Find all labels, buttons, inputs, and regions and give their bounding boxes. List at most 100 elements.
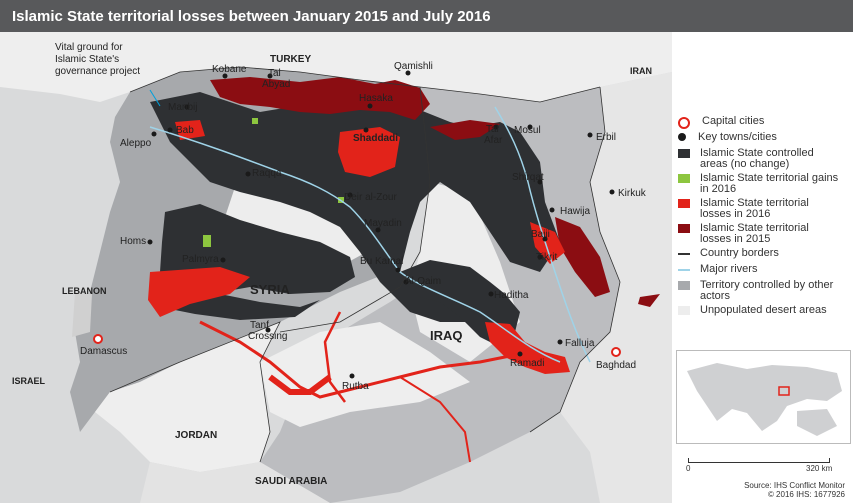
city-homs: Homs: [120, 236, 146, 247]
country-syria: SYRIA: [250, 282, 290, 297]
inset-land: [797, 409, 837, 436]
city-dot: [245, 171, 251, 177]
city-ramadi: Ramadi: [510, 358, 544, 369]
turkey-border: [129, 66, 601, 103]
city-dot: [542, 236, 548, 242]
capital-marker-baghdad: [611, 347, 621, 357]
legend-label: Islamic State territorial losses in 2015: [700, 222, 809, 245]
city-damascus: Damascus: [80, 346, 127, 357]
city-dot: [537, 179, 543, 185]
country-saudi: SAUDI ARABIA: [255, 476, 327, 487]
scale-start: 0: [686, 464, 691, 473]
city-dot: [151, 131, 157, 137]
callout-line-3: governance project: [55, 66, 140, 77]
city-dot: [167, 127, 173, 133]
legend-swatch: [678, 133, 686, 141]
city-dot: [222, 73, 228, 79]
map-area: Vital ground for Islamic State's governa…: [0, 32, 672, 503]
city-dot: [587, 132, 593, 138]
loss-2015-area: [555, 217, 610, 297]
city-manbij: Manbij: [168, 102, 197, 113]
turkey-region: [0, 32, 672, 102]
city-dot: [349, 373, 355, 379]
loss-2016-corridor: [199, 320, 521, 399]
city-aleppo: Aleppo: [120, 138, 152, 149]
loss-2015-area: [638, 294, 660, 307]
city-tal-afar-2: Afar: [484, 135, 503, 146]
city-tal-abyad-2: Abyad: [262, 79, 290, 90]
city-dot: [220, 257, 226, 263]
city-dot: [517, 351, 523, 357]
city-hasaka: Hasaka: [359, 93, 393, 104]
city-dot: [347, 192, 353, 198]
jordan-region: [95, 322, 280, 472]
city-dot: [488, 291, 494, 297]
city-dot: [395, 267, 401, 273]
city-tal-afar-1: Tal: [486, 124, 499, 135]
scale-end: 320 km: [806, 464, 833, 473]
city-haditha: Haditha: [494, 290, 529, 301]
loss-2016-corridor: [323, 311, 346, 403]
legend-swatch: [678, 269, 690, 271]
is-controlled-area: [150, 92, 560, 322]
city-dot: [147, 239, 153, 245]
city-al-qaim: Al-Qaim: [405, 276, 441, 287]
saudi-region: [140, 462, 330, 503]
callout-line-1: Vital ground for: [55, 42, 123, 53]
scale-line: [688, 458, 830, 463]
country-iraq: IRAQ: [430, 328, 463, 343]
city-dot: [375, 227, 381, 233]
city-tal-abyad-1: Tal: [268, 68, 281, 79]
legend-label: Key towns/cities: [698, 131, 777, 143]
city-al-bab: Bab: [176, 125, 194, 136]
city-palmyra: Palmyra: [182, 254, 219, 265]
iran-region: [560, 72, 672, 503]
city-dot: [265, 327, 271, 333]
country-iran: IRAN: [630, 66, 652, 76]
legend-item: Country borders: [678, 248, 842, 259]
loss-2016-corridor: [268, 374, 332, 395]
city-kirkuk: Kirkuk: [618, 188, 647, 199]
gain-2016-area: [252, 118, 258, 124]
loss-2015-area: [210, 77, 430, 120]
city-falluja: Falluja: [565, 338, 595, 349]
source-line: Source: IHS Conflict Monitor: [744, 481, 845, 490]
legend-item: Capital cities: [678, 116, 844, 129]
euphrates-river: [149, 126, 561, 363]
map-title: Islamic State territorial losses between…: [12, 8, 491, 25]
loss-2016-area: [175, 120, 205, 140]
gain-2016-area: [203, 235, 211, 247]
city-dot: [557, 339, 563, 345]
city-deir: Deir al-Zour: [344, 192, 397, 203]
city-mayadin: Mayadin: [364, 218, 402, 229]
city-mosul: Mosul: [514, 125, 541, 136]
legend-label: Unpopulated desert areas: [700, 304, 827, 316]
legend-item: Islamic State territorial gains in 2016: [678, 173, 842, 195]
locator-inset-map: [676, 350, 851, 444]
loss-2016-corridor: [399, 376, 471, 463]
source-credit: Source: IHS Conflict Monitor© 2016 IHS: …: [744, 481, 845, 499]
country-jordan: JORDAN: [175, 430, 217, 441]
legend-label: Country borders: [700, 247, 779, 259]
desert-area: [260, 322, 470, 427]
city-baiji: Baiji: [531, 229, 550, 240]
legend-item: Islamic State controlled areas (no chang…: [678, 148, 842, 170]
city-kobane: Kobane: [212, 64, 247, 75]
loss-2016-area: [148, 267, 250, 317]
legend-swatch: [678, 174, 690, 183]
legend-label: Territory controlled by other actors: [700, 279, 834, 302]
country-turkey: TURKEY: [270, 54, 311, 65]
callout-leader: [149, 89, 161, 107]
lebanon-region: [72, 292, 92, 337]
city-hawija: Hawija: [560, 206, 590, 217]
tigris-river: [494, 106, 591, 363]
city-dot: [405, 70, 411, 76]
city-qamishli: Qamishli: [394, 61, 433, 72]
legend-swatch: [678, 253, 690, 255]
legend-item: Territory controlled by other actors: [678, 280, 842, 302]
city-dot: [184, 104, 190, 110]
city-dot: [367, 103, 373, 109]
iran-border: [529, 86, 621, 433]
city-shirqat: Shirqat: [512, 172, 544, 183]
